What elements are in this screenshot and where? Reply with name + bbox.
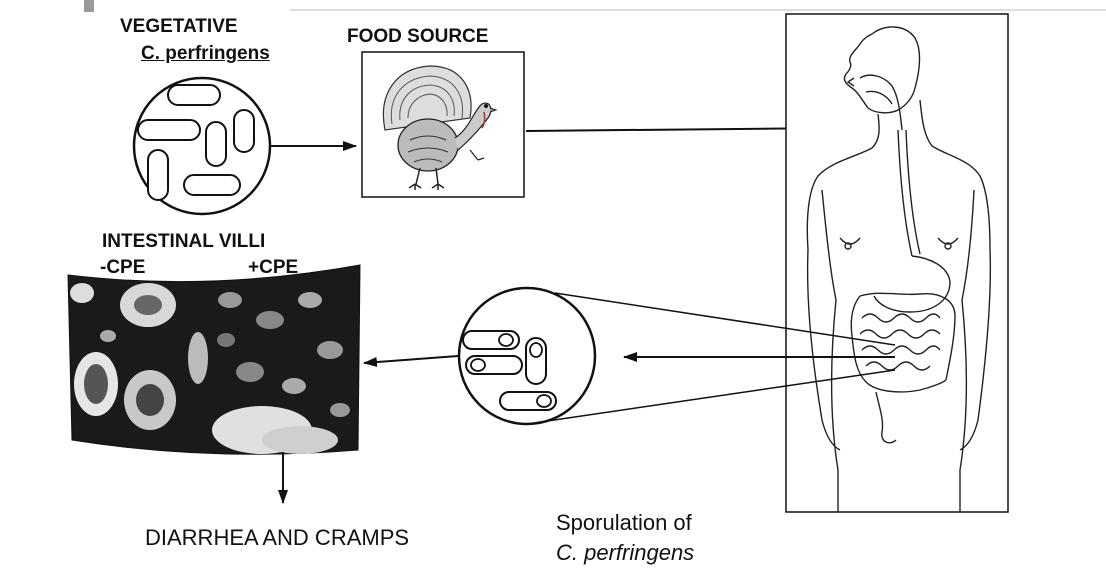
species-label: C. perfringens [141,44,270,63]
sporulation-label-line1: Sporulation of [556,512,692,534]
plus-cpe-label: +CPE [248,258,298,277]
diarrhea-label: DIARRHEA AND CRAMPS [145,527,409,549]
intestinal-villi-label: INTESTINAL VILLI [102,232,265,251]
food-source-box [362,52,524,197]
sporulation-label-line2: C. perfringens [556,542,694,564]
villi-micrograph-image [68,265,360,454]
human-body-panel [786,14,1008,512]
minus-cpe-label: -CPE [100,258,145,277]
vegetative-cells-circle [134,78,270,214]
food-source-label: FOOD SOURCE [347,27,488,46]
vegetative-label: VEGETATIVE [120,17,238,36]
sporulation-circle [459,288,595,424]
arrow-spores-to-villi [364,356,458,363]
